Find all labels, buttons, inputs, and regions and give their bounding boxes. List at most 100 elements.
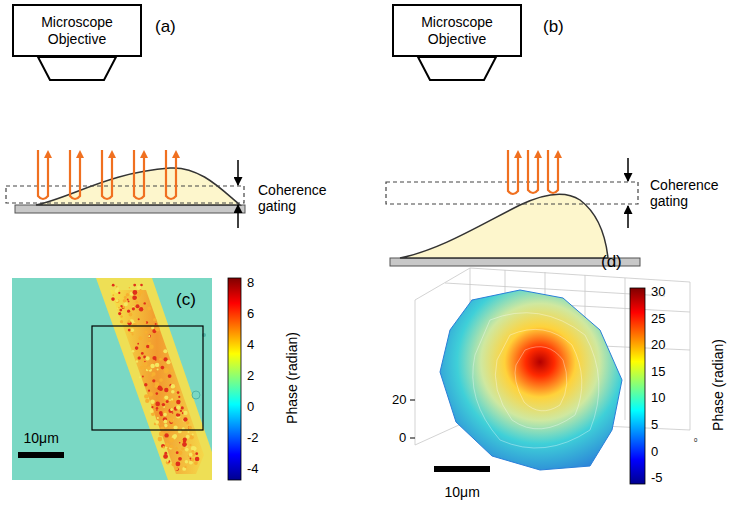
speckle-dot (195, 452, 198, 455)
speckle-dot (133, 290, 138, 295)
cell-band-core (110, 290, 204, 474)
speckle-dot (156, 392, 159, 395)
speckle-dot (183, 418, 187, 422)
gate-arrow (237, 160, 239, 185)
speckle-dot (169, 418, 173, 422)
speckle-dot (164, 368, 169, 373)
speckle-dot (172, 463, 175, 466)
speckle-dot (137, 343, 139, 345)
speckle-dot (139, 376, 141, 378)
speckle-dot (152, 379, 155, 382)
tick-label: 4 (247, 338, 254, 353)
speckle-dot (120, 305, 122, 307)
speckle-dot (163, 349, 167, 353)
speckle-dot (159, 358, 162, 361)
speckle-dot (164, 388, 168, 392)
tick-label: 0 (247, 400, 254, 415)
tick-label: 25 (651, 312, 665, 327)
speckle-dot (137, 285, 142, 290)
speckle-dot (174, 425, 178, 429)
speckle-dot (118, 312, 121, 315)
speckle-dot (127, 310, 130, 313)
speckle-dot (145, 399, 149, 403)
objective-tip (418, 57, 496, 80)
axis-tick (410, 400, 415, 401)
gate-arrow (237, 205, 239, 228)
speckle-dot (128, 329, 131, 332)
speckle-dot (183, 417, 187, 421)
colorbar (228, 278, 241, 480)
speckle-dot (150, 409, 154, 413)
speckle-dot (176, 405, 181, 410)
speckle-dot (181, 448, 184, 451)
speckle-dot (138, 356, 141, 359)
scale-label: 10μm (24, 430, 59, 446)
axis-tick (410, 438, 415, 439)
tick-label: -4 (247, 462, 259, 477)
speckle-dot (141, 352, 144, 355)
speckle-dot (132, 333, 134, 335)
scale-bar (434, 466, 490, 472)
speckle-dot (138, 294, 141, 297)
speckle-dot (182, 448, 184, 450)
speckle-dot (168, 408, 173, 413)
speckle-dot (116, 287, 119, 290)
speckle-dot (183, 411, 187, 415)
speckle-dot (150, 364, 155, 369)
speckle-dot (155, 385, 158, 388)
speckle-dot (153, 318, 156, 321)
speckle-dot (139, 290, 143, 294)
coherence-gate (6, 186, 244, 203)
speckle-dot (111, 297, 115, 301)
tick-label: 20 (651, 338, 665, 353)
speckle-dot (178, 451, 182, 455)
speckle-dot (171, 390, 175, 394)
speckle (111, 284, 199, 471)
speckle-dot (121, 321, 123, 323)
speckle-dot (156, 409, 158, 411)
speckle-dot (148, 334, 151, 337)
speckle-dot (181, 440, 183, 442)
speckle-dot (179, 442, 181, 444)
speckle-dot (176, 413, 180, 417)
colorbar-title: Phase (radian) (284, 332, 300, 424)
speckle-dot (118, 307, 120, 309)
speckle-dot (140, 284, 143, 287)
speckle-dot (185, 448, 189, 452)
speckle-dot (175, 467, 179, 471)
speckle-dot (128, 301, 130, 303)
speckle-dot (195, 457, 200, 462)
objective-tip (38, 57, 116, 80)
speckle-dot (112, 294, 114, 296)
speckle-dot (148, 335, 150, 337)
speckle-dot (112, 284, 115, 287)
speckle-dot (188, 426, 191, 429)
speckle-dot (142, 359, 145, 362)
speckle-dot (143, 362, 148, 367)
speckle-dot (143, 378, 145, 380)
speckle-dot (194, 461, 198, 465)
speckle-dot (171, 398, 175, 402)
panel-letter: (d) (601, 252, 622, 272)
tick-label: 10 (651, 391, 665, 406)
objective-label: Microscope Objective (402, 14, 512, 48)
speckle-dot (167, 394, 169, 396)
light-loops (508, 150, 558, 194)
tick-label: 6 (247, 307, 254, 322)
speckle-dot (152, 372, 156, 376)
tick-label: 5 (651, 418, 658, 433)
speckle-dot (151, 326, 154, 329)
speckle-dot (128, 320, 131, 323)
speckle-dot (146, 356, 150, 360)
roi-box (92, 326, 203, 430)
speckle-dot (163, 420, 167, 424)
speckle-dot (119, 309, 122, 312)
speckle-dot (163, 454, 168, 459)
speckle-dot (116, 299, 120, 303)
speckle-dot (149, 338, 151, 340)
speckle-dot (141, 349, 143, 351)
speckle-dot (146, 345, 150, 349)
speckle-dot (155, 323, 157, 325)
speckle-dot (165, 443, 169, 447)
speckle-dot (132, 350, 135, 353)
